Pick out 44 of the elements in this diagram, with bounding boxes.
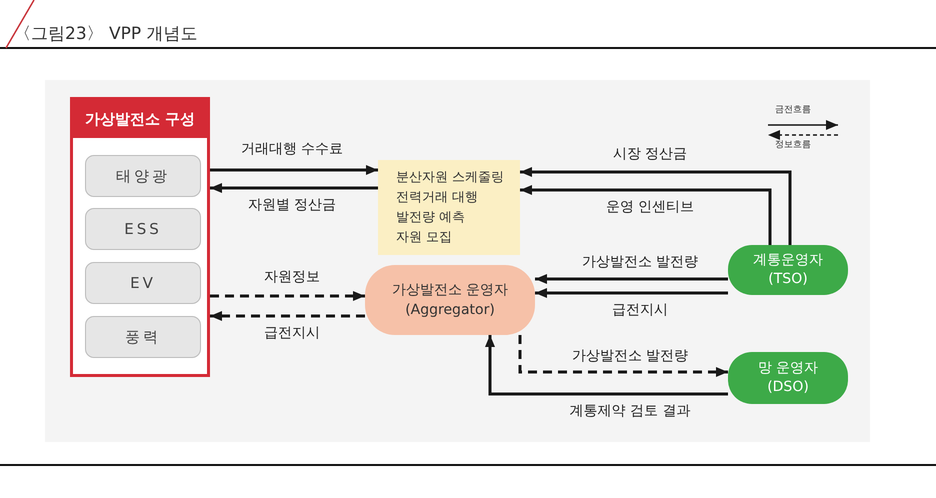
legend-label: 정보흐름 <box>775 139 811 151</box>
actor-box <box>728 245 848 295</box>
component-box <box>85 155 201 197</box>
edge-label: 가상발전소 발전량 <box>572 347 688 365</box>
edge-label: 가상발전소 발전량 <box>582 253 698 271</box>
node-label: EV <box>130 274 156 292</box>
arrow <box>520 167 792 245</box>
node-label: 계통운영자 (TSO) <box>752 251 824 289</box>
component-box <box>85 262 201 304</box>
arrow <box>535 288 728 298</box>
dashed-arrow <box>518 335 728 377</box>
node-label: ESS <box>124 220 162 238</box>
figure-title: 〈그림23〉 VPP 개념도 <box>14 23 198 45</box>
node-label: 망 운영자 (DSO) <box>756 359 820 397</box>
arrow <box>520 185 772 245</box>
note-line: 발전량 예측 <box>396 208 466 226</box>
node-label: 가상발전소 운영자 (Aggregator) <box>390 281 510 320</box>
operator-box <box>365 265 535 335</box>
note-box <box>378 160 520 255</box>
arrow <box>210 165 378 175</box>
edge-label: 운영 인센티브 <box>606 198 694 216</box>
note-line: 전력거래 대행 <box>396 188 478 206</box>
legend-label: 금전흐름 <box>775 104 811 116</box>
edge-label: 급전지시 <box>264 324 320 342</box>
dashed-arrow <box>210 311 365 321</box>
component-box <box>85 316 201 358</box>
edge-label: 자원별 정산금 <box>248 196 336 214</box>
edge-label: 급전지시 <box>612 301 668 319</box>
edge-label: 계통제약 검토 결과 <box>570 402 690 420</box>
note-line: 분산자원 스케줄링 <box>396 168 504 186</box>
component-box <box>85 208 201 250</box>
actor-box <box>728 352 848 404</box>
group-frame <box>70 97 210 377</box>
group-title: 가상발전소 구성 <box>73 100 207 138</box>
arrow <box>210 183 378 193</box>
arrow <box>535 274 728 284</box>
edge-label: 시장 정산금 <box>612 145 688 163</box>
edge-label: 거래대행 수수료 <box>240 140 344 158</box>
arrow <box>485 335 728 396</box>
note-line: 자원 모집 <box>396 228 452 246</box>
dashed-arrow <box>210 291 365 301</box>
node-label: 풍력 <box>125 328 161 346</box>
node-label: 태양광 <box>116 166 170 186</box>
edge-label: 자원정보 <box>264 268 320 286</box>
